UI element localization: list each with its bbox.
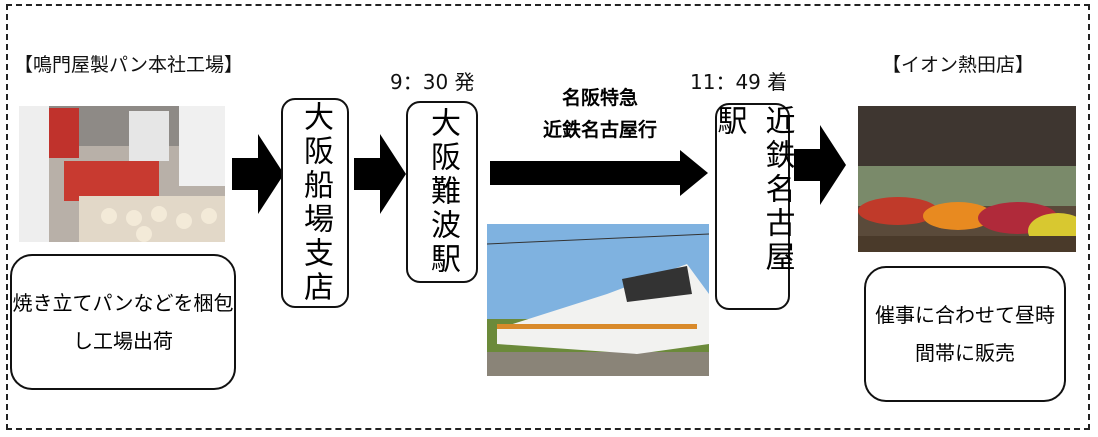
arrival-time: 11：49 着 (690, 70, 788, 94)
train-destination: 近鉄名古屋行 (542, 119, 657, 141)
arrow-right-icon (232, 134, 284, 214)
arrow-right-icon (794, 125, 846, 205)
bakery-factory-photo (19, 106, 225, 242)
station-osaka-semba: 大阪船場支店 (281, 98, 349, 308)
long-arrow-right-icon (490, 150, 708, 196)
train-type: 名阪特急 (561, 87, 638, 109)
arrow-right-icon (354, 134, 406, 214)
station-kintetsu-nagoya: 近鉄名古屋駅 (712, 103, 795, 310)
train-info: 名阪特急 近鉄名古屋行 (490, 82, 710, 146)
dashed-frame (6, 4, 1090, 430)
train-photo (487, 224, 709, 376)
supermarket-photo (858, 106, 1076, 252)
station-osaka-namba: 大阪難波駅 (406, 101, 478, 283)
destination-label: 【イオン熱田店】 (882, 54, 1035, 76)
destination-note: 催事に合わせて昼時間帯に販売 (864, 266, 1066, 402)
origin-note: 焼き立てパンなどを梱包し工場出荷 (10, 254, 236, 390)
departure-time: 9：30 発 (390, 70, 475, 94)
origin-label: 【鳴門屋製パン本社工場】 (14, 54, 243, 76)
